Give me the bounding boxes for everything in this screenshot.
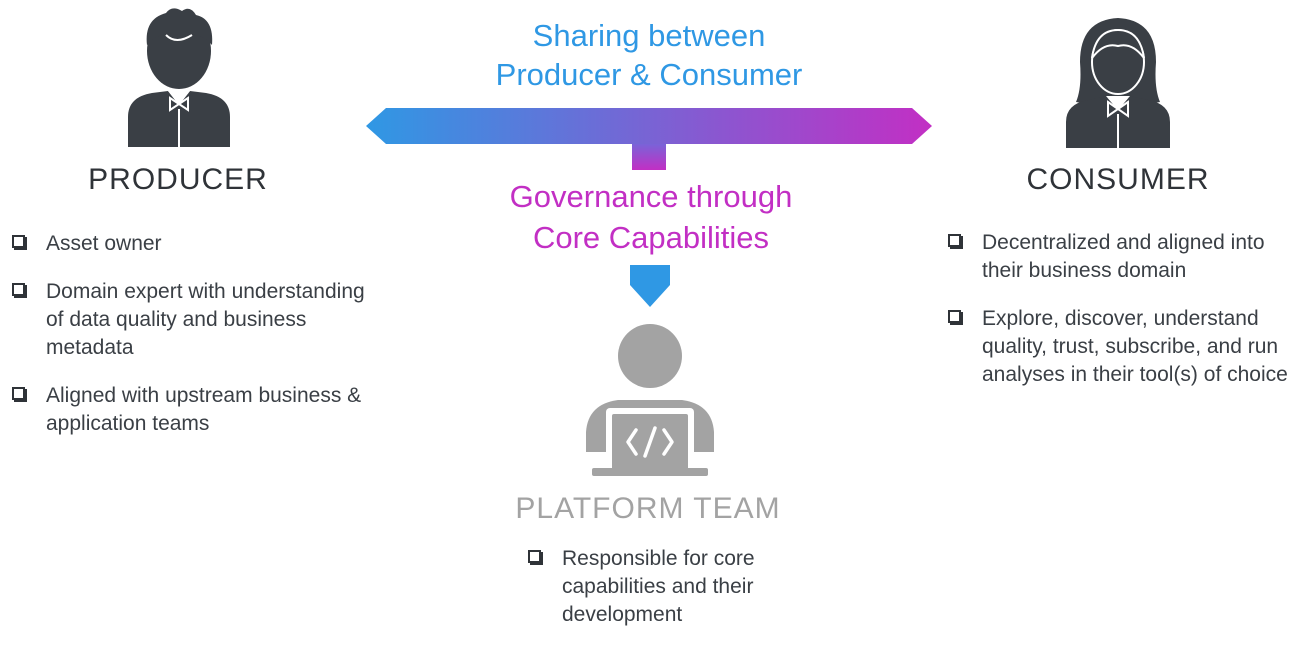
platform-team-list-item: Responsible for core capabilities and th… [528, 545, 828, 629]
platform-team-list: Responsible for core capabilities and th… [528, 545, 828, 649]
checkbox-icon [528, 550, 541, 563]
governance-title: Governance through Core Capabilities [440, 176, 862, 258]
consumer-woman-icon [1066, 18, 1170, 148]
governance-title-line: Core Capabilities [532, 220, 770, 255]
producer-list-item: Asset owner [12, 230, 372, 258]
sharing-title-line: Sharing between [532, 18, 766, 53]
consumer-list: Decentralized and aligned into their bus… [948, 229, 1288, 409]
checkbox-icon [12, 283, 25, 296]
bidirectional-arrow-icon [366, 108, 932, 170]
checkbox-icon [948, 310, 961, 323]
platform-team-title: PLATFORM TEAM [515, 492, 781, 525]
producer-title: PRODUCER [88, 163, 268, 196]
governance-title-line: Governance through [509, 179, 793, 214]
consumer-list-item: Explore, discover, understand quality, t… [948, 305, 1288, 389]
checkbox-icon [12, 387, 25, 400]
consumer-title: CONSUMER [1026, 163, 1210, 196]
producer-list: Asset owner Domain expert with understan… [12, 230, 372, 458]
sharing-title: Sharing between Producer & Consumer [440, 16, 858, 94]
producer-list-item: Domain expert with understanding of data… [12, 278, 372, 362]
developer-laptop-icon [586, 324, 714, 476]
down-arrow-icon [630, 265, 670, 307]
sharing-title-line: Producer & Consumer [495, 57, 803, 92]
producer-man-icon [128, 8, 230, 147]
checkbox-icon [12, 235, 25, 248]
checkbox-icon [948, 234, 961, 247]
consumer-list-item: Decentralized and aligned into their bus… [948, 229, 1288, 285]
producer-list-item: Aligned with upstream business & applica… [12, 382, 372, 438]
